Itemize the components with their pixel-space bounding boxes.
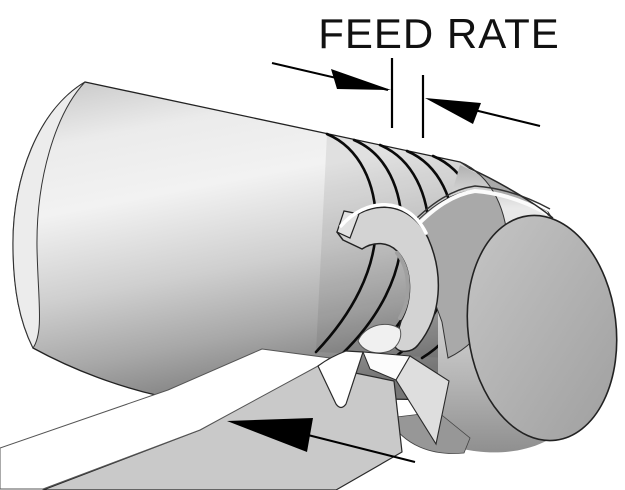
- dimension-arrowhead-right: [425, 98, 481, 124]
- chip-curl-inside: [357, 323, 402, 354]
- feed-arrow-line: [295, 431, 416, 463]
- chip-body: [336, 206, 440, 353]
- cutting-tool: [0, 348, 450, 490]
- chip-inner-shadow: [395, 251, 410, 320]
- tool-chip-breaker-notch: [317, 350, 364, 409]
- dimension-arrowhead-left: [331, 69, 391, 90]
- feed-rate-label: FEED RATE: [318, 10, 560, 57]
- turned-diameter-highlight: [406, 188, 548, 237]
- feed-arrow-head: [227, 418, 313, 452]
- chip-curl: [336, 203, 440, 354]
- tool-tip-end-face: [395, 355, 450, 446]
- turned-diameter-silhouette: [468, 167, 554, 219]
- workpiece-end-cap: [12, 81, 86, 349]
- chip-cut-end: [336, 210, 360, 239]
- turned-diameter-edge-line: [404, 185, 551, 231]
- feed-direction-arrow: [227, 418, 416, 463]
- chip-highlight: [339, 203, 428, 235]
- turned-diameter-end-face: [466, 214, 618, 442]
- dimension-leader-right: [461, 106, 541, 127]
- feed-rate-dimension: [271, 58, 541, 138]
